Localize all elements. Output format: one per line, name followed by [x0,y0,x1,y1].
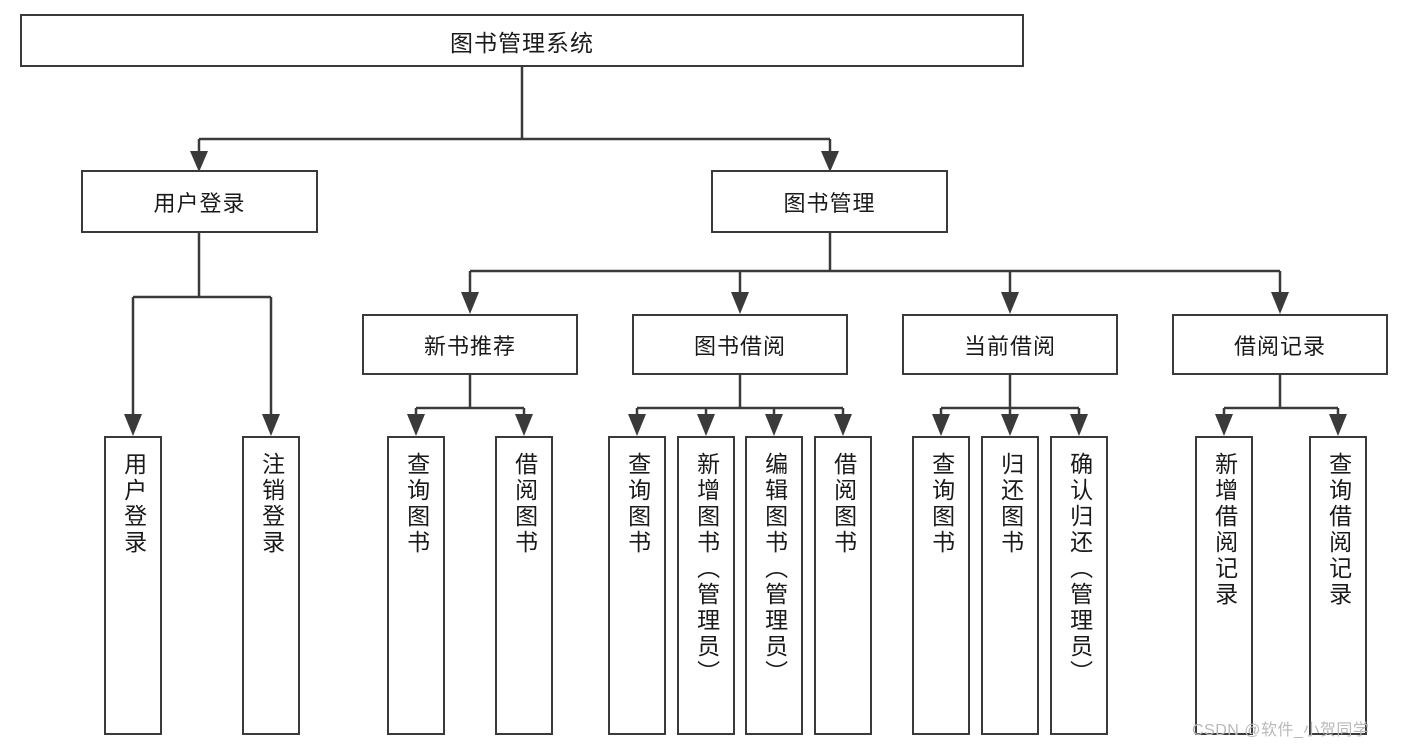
leaf-current-borrow-confirm-return[interactable]: 确认归还（管理员） [1050,436,1108,735]
node-book-management[interactable]: 图书管理 [711,170,948,233]
node-root-system[interactable]: 图书管理系统 [20,14,1024,67]
leaf-borrow-record-add[interactable]: 新增借阅记录 [1195,436,1253,735]
node-label: 图书借阅 [693,333,786,359]
node-label: 图书管理系统 [450,29,594,56]
leaf-label: 新增借阅记录 [1211,452,1238,608]
leaf-label: 查询图书 [624,452,651,556]
leaf-label: 编辑图书（管理员） [761,452,788,686]
leaf-user-login-logout[interactable]: 注销登录 [242,436,300,735]
node-label: 借阅记录 [1233,333,1326,359]
leaf-label: 新增图书（管理员） [693,452,720,686]
leaf-label: 借阅图书 [830,452,857,556]
node-label: 新书推荐 [423,333,516,359]
leaf-label: 查询借阅记录 [1325,452,1352,608]
leaf-book-borrow-add[interactable]: 新增图书（管理员） [677,436,735,735]
leaf-new-book-borrow[interactable]: 借阅图书 [495,436,553,735]
leaf-label: 查询图书 [928,452,955,556]
node-current-borrow[interactable]: 当前借阅 [902,314,1118,375]
leaf-label: 查询图书 [403,452,430,556]
leaf-book-borrow-query[interactable]: 查询图书 [608,436,666,735]
leaf-user-login-login[interactable]: 用户登录 [104,436,162,735]
leaf-book-borrow-edit[interactable]: 编辑图书（管理员） [745,436,803,735]
leaf-label: 借阅图书 [511,452,538,556]
leaf-borrow-record-query[interactable]: 查询借阅记录 [1309,436,1367,735]
node-book-borrow[interactable]: 图书借阅 [632,314,848,375]
leaf-label: 归还图书 [997,452,1024,556]
leaf-current-borrow-query[interactable]: 查询图书 [912,436,970,735]
node-label: 用户登录 [153,190,246,216]
leaf-book-borrow-borrow[interactable]: 借阅图书 [814,436,872,735]
leaf-label: 用户登录 [120,452,147,556]
leaf-new-book-query[interactable]: 查询图书 [387,436,445,735]
node-label: 图书管理 [783,190,876,216]
leaf-label: 注销登录 [258,452,285,556]
node-borrow-record[interactable]: 借阅记录 [1172,314,1388,375]
leaf-label: 确认归还（管理员） [1066,452,1093,686]
node-new-book-recommend[interactable]: 新书推荐 [362,314,578,375]
node-user-login[interactable]: 用户登录 [81,170,318,233]
leaf-current-borrow-return[interactable]: 归还图书 [981,436,1039,735]
node-label: 当前借阅 [963,333,1056,359]
